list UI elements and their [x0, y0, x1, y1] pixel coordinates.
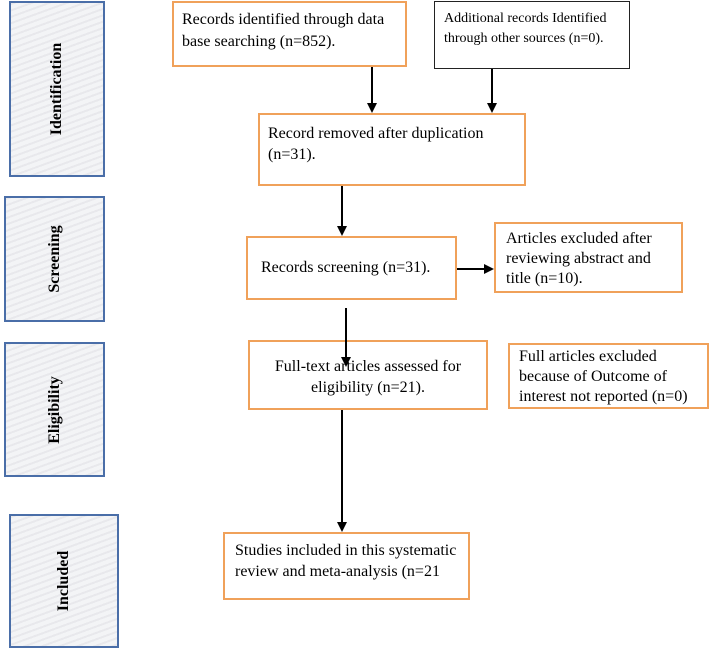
articles-excluded-text: Articles excluded after reviewing abstra…: [506, 230, 652, 287]
articles-excluded-box: Articles excluded after reviewing abstra…: [494, 222, 683, 293]
fulltext-assessed-text: Full-text articles assessed for eligibil…: [274, 358, 462, 396]
phase-screening-label: Screening: [45, 225, 63, 293]
additional-records-box: Additional records Identified through ot…: [434, 1, 630, 69]
removed-duplication-text: Record removed after duplication (n=31).: [268, 125, 484, 163]
phase-included: Included: [9, 514, 119, 648]
fulltext-assessed-box: Full-text articles assessed for eligibil…: [248, 340, 488, 410]
phase-eligibility: Eligibility: [4, 342, 105, 477]
phase-identification: Identification: [9, 1, 105, 177]
additional-records-text: Additional records Identified through ot…: [444, 11, 607, 46]
studies-included-text: Studies included in this systematic revi…: [235, 542, 457, 580]
phase-included-label: Included: [55, 550, 72, 612]
phase-screening: Screening: [4, 196, 105, 322]
records-identified-text: Records identified through data base sea…: [182, 11, 385, 50]
records-screening-text: Records screening (n=31).: [261, 259, 431, 276]
removed-duplication-box: Record removed after duplication (n=31).: [258, 113, 526, 186]
phase-identification-label: Identification: [48, 42, 65, 136]
phase-eligibility-label: Eligibility: [45, 375, 63, 444]
full-excluded-box: Full articles excluded because of Outcom…: [508, 343, 709, 409]
studies-included-box: Studies included in this systematic revi…: [223, 532, 470, 600]
records-identified-box: Records identified through data base sea…: [172, 1, 407, 67]
full-excluded-text: Full articles excluded because of Outcom…: [519, 348, 688, 405]
records-screening-box: Records screening (n=31).: [246, 236, 457, 300]
